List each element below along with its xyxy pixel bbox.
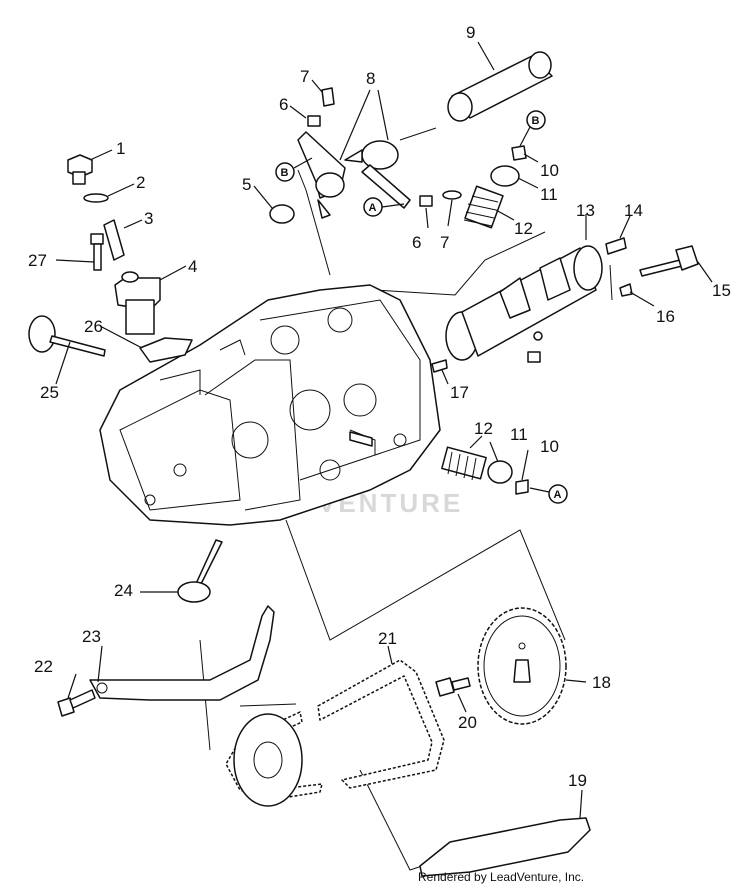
callout-4: 4 xyxy=(188,257,197,276)
valve-part-25 xyxy=(28,315,106,357)
valve-spring-part-12 xyxy=(441,446,487,481)
svg-text:B: B xyxy=(281,167,289,179)
plug-part xyxy=(527,351,541,363)
callout-8: 8 xyxy=(366,69,375,88)
retainer-part-11 xyxy=(490,165,520,187)
pin-part-14 xyxy=(605,237,627,255)
callout-1: 1 xyxy=(116,139,125,158)
gasket-part-26 xyxy=(139,337,193,363)
callout-24: 24 xyxy=(114,581,133,600)
callout-12: 12 xyxy=(474,419,493,438)
oring-part xyxy=(533,331,543,341)
callout-25: 25 xyxy=(40,383,59,402)
callout-6: 6 xyxy=(412,233,421,252)
callout-21: 21 xyxy=(378,629,397,648)
callout-7: 7 xyxy=(440,233,449,252)
rocker-arm-part-8 xyxy=(344,140,411,209)
callout-labels: 1 2 3 27 4 26 25 24 5 6 7 8 9 10 11 12 6… xyxy=(28,23,731,790)
svg-text:A: A xyxy=(369,202,377,214)
nut-part-6 xyxy=(307,115,321,127)
callout-2: 2 xyxy=(136,173,145,192)
callout-11: 11 xyxy=(510,425,528,444)
bolt-part-27 xyxy=(90,233,104,271)
callout-11: 11 xyxy=(540,185,558,204)
rocker-shaft-part-9 xyxy=(447,51,553,122)
bolt-part-1 xyxy=(67,154,93,185)
callout-12: 12 xyxy=(514,219,533,238)
callout-22: 22 xyxy=(34,657,53,676)
callout-3: 3 xyxy=(144,209,153,228)
washer-part-2 xyxy=(83,193,109,203)
callout-23: 23 xyxy=(82,627,101,646)
callout-26: 26 xyxy=(84,317,103,336)
ring-part-7 xyxy=(442,190,462,200)
chain-guide-part-23 xyxy=(89,605,275,701)
svg-text:A: A xyxy=(554,489,562,501)
keeper-part-10 xyxy=(511,145,527,161)
render-credit: Rendered by LeadVenture, Inc. xyxy=(418,870,585,884)
callout-6: 6 xyxy=(279,95,288,114)
callout-27: 27 xyxy=(28,251,47,270)
clip-part-16 xyxy=(619,283,633,297)
chain-guide-part-19 xyxy=(419,817,591,877)
callout-7: 7 xyxy=(300,67,309,86)
callout-10: 10 xyxy=(540,161,559,180)
valve-stem xyxy=(349,431,373,447)
callout-5: 5 xyxy=(242,175,251,194)
sprocket-part-18 xyxy=(477,607,567,725)
crank-sprocket xyxy=(233,703,303,807)
retainer-part-11 xyxy=(487,460,513,484)
callout-10: 10 xyxy=(540,437,559,456)
camshaft-part-13 xyxy=(445,245,603,361)
leader-lines xyxy=(55,41,713,819)
stud-part-3 xyxy=(103,219,125,261)
valve-part-24 xyxy=(177,539,223,603)
keeper-part-10 xyxy=(515,479,529,495)
nut-part-6 xyxy=(419,195,433,207)
callout-16: 16 xyxy=(656,307,675,326)
callout-17: 17 xyxy=(450,383,469,402)
svg-text:B: B xyxy=(532,115,540,127)
bolt-part-20 xyxy=(435,677,471,697)
pin-part-17 xyxy=(431,359,448,373)
marker-a: A xyxy=(529,484,568,504)
bolt-part-22 xyxy=(57,689,96,717)
adjuster-part-7 xyxy=(321,87,335,107)
marker-a: A xyxy=(363,197,405,217)
valve-spring-part-12 xyxy=(463,185,504,229)
callout-19: 19 xyxy=(568,771,587,790)
callout-14: 14 xyxy=(624,201,643,220)
callout-15: 15 xyxy=(712,281,731,300)
callout-13: 13 xyxy=(576,201,595,220)
tensioner-part-4 xyxy=(114,271,161,335)
callout-18: 18 xyxy=(592,673,611,692)
callout-20: 20 xyxy=(458,713,477,732)
cylinder-head xyxy=(99,284,441,526)
marker-b: B xyxy=(275,157,313,182)
marker-b: B xyxy=(519,110,546,147)
washer-part-5 xyxy=(269,204,295,224)
callout-9: 9 xyxy=(466,23,475,42)
bolt-part-15 xyxy=(639,245,699,277)
rocker-arm-part-8 xyxy=(297,131,346,219)
